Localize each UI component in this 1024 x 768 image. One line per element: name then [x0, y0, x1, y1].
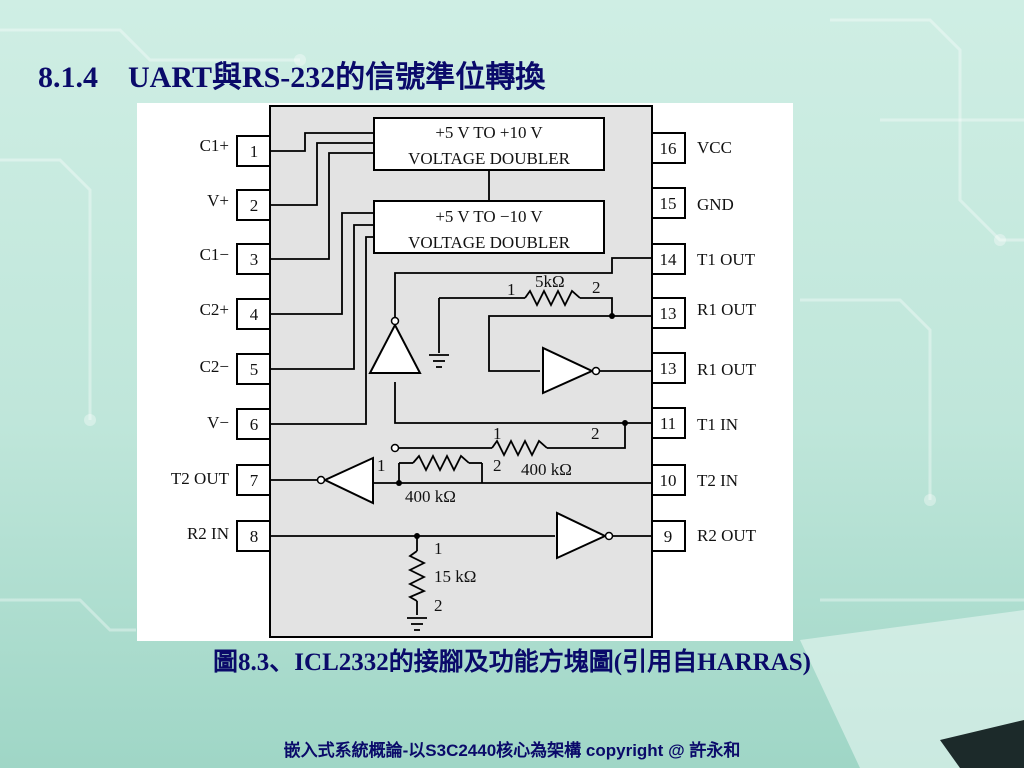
footer-copyright: 嵌入式系統概論-以S3C2440核心為架構 copyright @ 許永和	[283, 741, 741, 760]
pin-box-13b	[651, 352, 686, 384]
voltage-doubler-2	[373, 200, 605, 254]
pin-label-left: C2−	[200, 357, 229, 376]
pin-label-left: C1+	[200, 136, 229, 155]
slide-title: 8.1.4 UART與RS-232的信號準位轉換	[38, 61, 546, 94]
pin-box-16	[651, 132, 686, 164]
r2-inverter	[556, 511, 614, 560]
res-15k-value: 15 kΩ	[434, 567, 476, 586]
icl232-pinout-diagram: 1 2 3 4 5 6 7 8 C1+ V+ C1− C2+ C2− V− T2…	[171, 105, 757, 638]
pin-label-right: VCC	[697, 138, 732, 157]
pin-label-right: T1 OUT	[697, 250, 756, 269]
pin-number-right: 10	[660, 471, 677, 490]
pin-number-right: 15	[660, 194, 677, 213]
pin-number-left: 6	[250, 415, 259, 434]
pin-label-right: R1 OUT	[697, 300, 757, 319]
pin-label-left: V+	[207, 191, 229, 210]
ground-icon	[407, 617, 427, 631]
open-terminal	[390, 443, 400, 453]
res-5k-value: 5kΩ	[535, 272, 565, 291]
pin-box-5	[236, 353, 271, 385]
pin-number-left: 3	[250, 250, 259, 269]
pin-label-right: GND	[697, 195, 734, 214]
pin-number-right: 14	[660, 250, 678, 269]
doubler2-line2: VOLTAGE DOUBLER	[408, 233, 571, 252]
junction-dot	[414, 533, 420, 539]
junction-dot	[396, 480, 402, 486]
pin-label-left: C2+	[200, 300, 229, 319]
pin-label-left: T2 OUT	[171, 469, 230, 488]
pin-box-6	[236, 408, 271, 440]
pin-box-11	[651, 407, 686, 439]
pin-box-13a	[651, 297, 686, 329]
res-400k-top-value: 400 kΩ	[521, 460, 572, 479]
pin-number-left: 4	[250, 305, 259, 324]
pin-box-3	[236, 243, 271, 275]
figure-caption: 圖8.3、ICL2332的接腳及功能方塊圖(引用自HARRAS)	[213, 649, 811, 676]
doubler2-line1: +5 V TO −10 V	[435, 207, 543, 226]
pin-label-right: R2 OUT	[697, 526, 757, 545]
voltage-doubler-1	[373, 117, 605, 171]
t1-inverter	[368, 316, 422, 374]
pin-label-left: V−	[207, 413, 229, 432]
pin-number-left: 5	[250, 360, 259, 379]
pin-box-4	[236, 298, 271, 330]
pin-box-15	[651, 187, 686, 219]
ground-icon	[429, 354, 449, 368]
resistor-5k	[524, 288, 581, 308]
res-400k-top-end1: 1	[493, 424, 502, 443]
pin-number-right: 9	[664, 527, 673, 546]
res-400k-top-end2: 2	[591, 424, 600, 443]
res-400k-bottom-end2: 2	[493, 456, 502, 475]
junction-dot	[622, 420, 628, 426]
res-15k-end1: 1	[434, 539, 443, 558]
pin-number-left: 8	[250, 527, 259, 546]
res-400k-bottom-value: 400 kΩ	[405, 487, 456, 506]
resistor-400k-top	[491, 438, 548, 458]
pin-label-left: R2 IN	[187, 524, 229, 543]
doubler1-line1: +5 V TO +10 V	[435, 123, 543, 142]
pin-label-right: T1 IN	[697, 415, 738, 434]
res-400k-bottom-end1: 1	[377, 456, 386, 475]
pin-box-8	[236, 520, 271, 552]
pin-box-14	[651, 243, 686, 275]
doubler1-line2: VOLTAGE DOUBLER	[408, 149, 571, 168]
diagram-panel: 1 2 3 4 5 6 7 8 C1+ V+ C1− C2+ C2− V− T2…	[137, 103, 793, 641]
pin-number-right: 13	[660, 304, 677, 323]
pin-label-right: R1 OUT	[697, 360, 757, 379]
pin-label-right: T2 IN	[697, 471, 738, 490]
resistor-15k	[407, 550, 427, 602]
junction-dot	[609, 313, 615, 319]
pin-number-right: 16	[660, 139, 677, 158]
t2-inverter	[316, 456, 374, 505]
res-15k-end2: 2	[434, 596, 443, 615]
res-5k-end1: 1	[507, 280, 516, 299]
pin-number-right: 11	[660, 414, 676, 433]
pin-number-right: 13	[660, 359, 677, 378]
pin-box-10	[651, 464, 686, 496]
res-5k-end2: 2	[592, 278, 601, 297]
pin-box-9	[651, 520, 686, 552]
resistor-400k-bottom	[412, 453, 470, 473]
pin-number-left: 1	[250, 142, 259, 161]
pin-number-left: 2	[250, 196, 259, 215]
pin-number-left: 7	[250, 471, 259, 490]
pin-label-left: C1−	[200, 245, 229, 264]
r1-inverter	[542, 346, 601, 395]
